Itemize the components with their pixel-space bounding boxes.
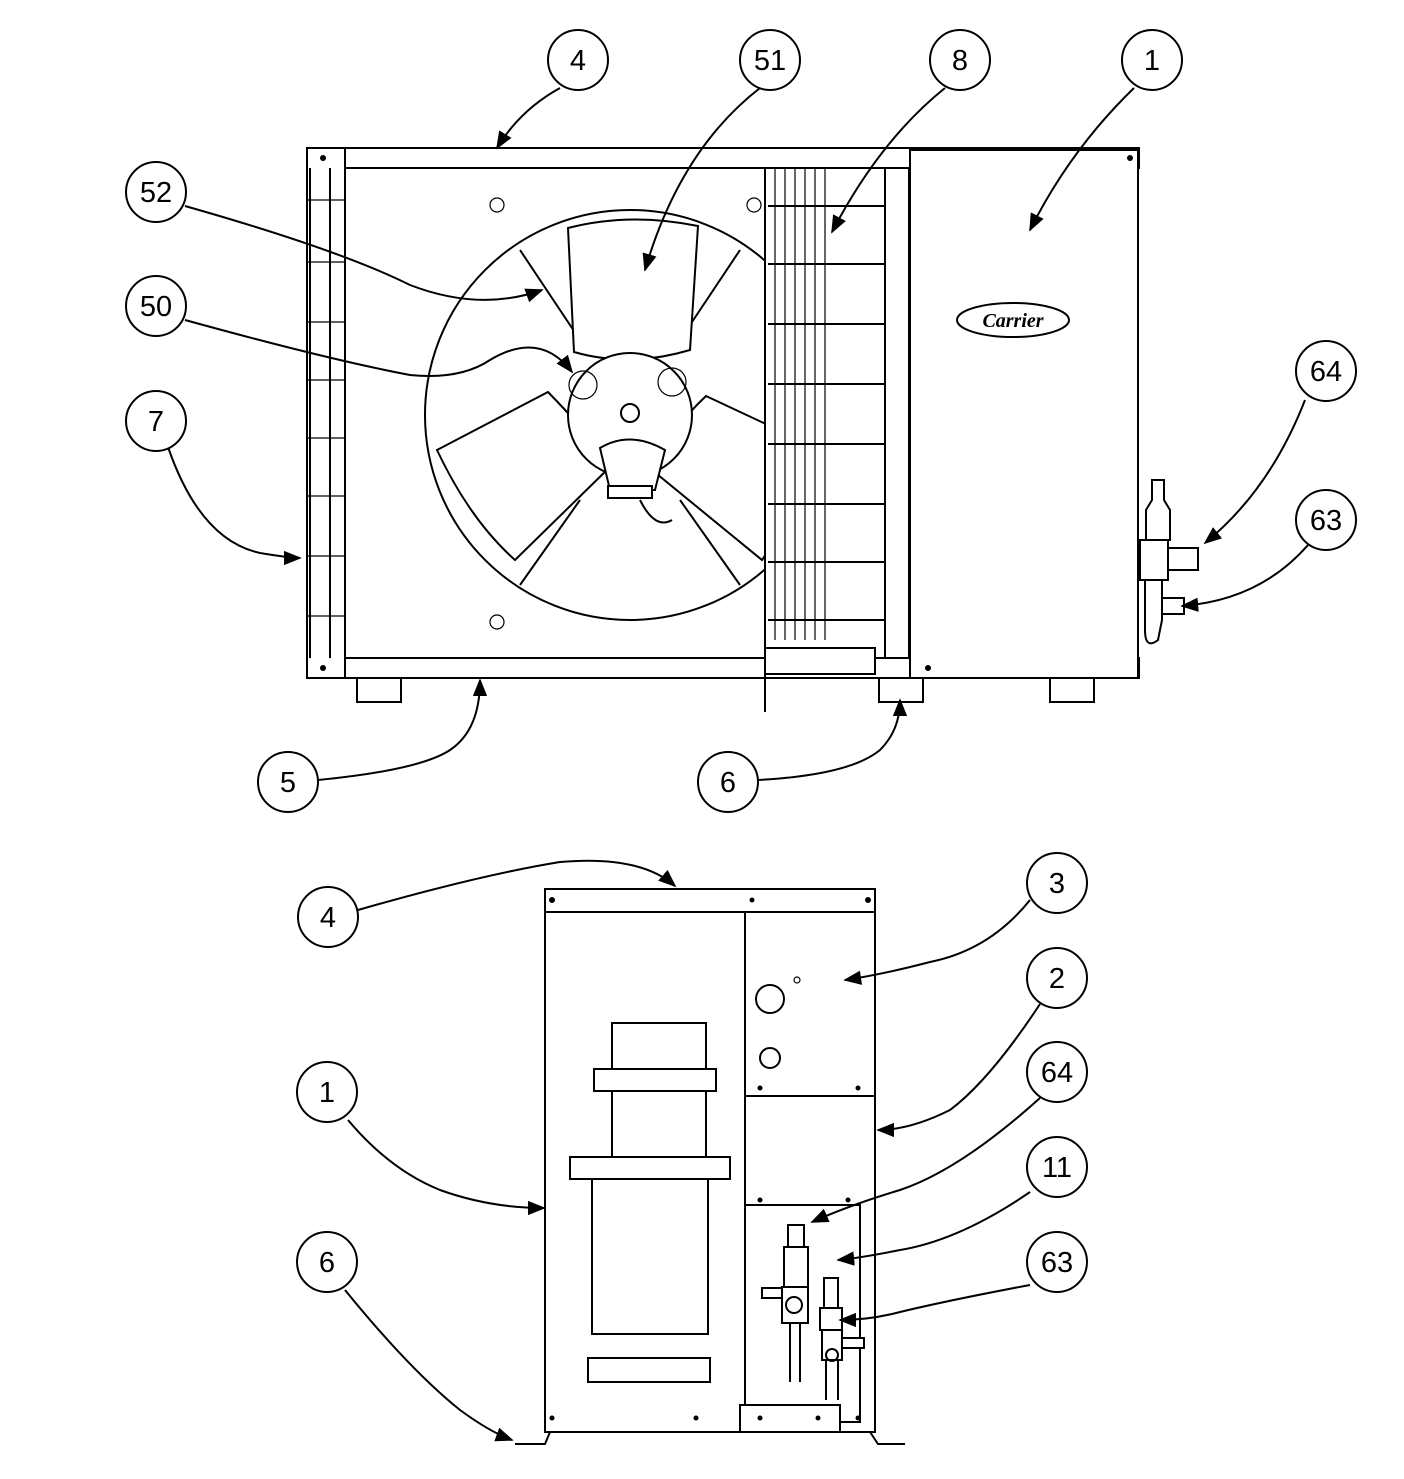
callout-64-front: 64 bbox=[1295, 340, 1357, 402]
leader-lines bbox=[167, 87, 1309, 1442]
callout-label: 11 bbox=[1042, 1152, 1072, 1184]
callout-64-side: 64 bbox=[1026, 1041, 1088, 1103]
callout-3-side: 3 bbox=[1026, 852, 1088, 914]
callout-1-front: 1 bbox=[1121, 29, 1183, 91]
callout-1-side: 1 bbox=[296, 1061, 358, 1123]
callout-5-front: 5 bbox=[257, 751, 319, 813]
callout-label: 3 bbox=[1049, 868, 1065, 900]
front-view-unit: Carrier bbox=[306, 147, 1199, 712]
callout-label: 1 bbox=[319, 1077, 335, 1109]
callout-50-front: 50 bbox=[125, 275, 187, 337]
valve-compartment bbox=[549, 1204, 865, 1433]
callout-label: 4 bbox=[320, 902, 336, 934]
callout-63-front: 63 bbox=[1295, 489, 1357, 551]
callout-label: 50 bbox=[140, 291, 172, 323]
callout-8-front: 8 bbox=[929, 29, 991, 91]
callout-label: 51 bbox=[754, 45, 786, 77]
callout-6-side: 6 bbox=[296, 1231, 358, 1293]
coil-section bbox=[764, 167, 910, 712]
callout-label: 6 bbox=[720, 767, 736, 799]
fan-assembly bbox=[424, 209, 836, 621]
callout-label: 4 bbox=[570, 45, 586, 77]
callout-label: 1 bbox=[1144, 45, 1160, 77]
callout-label: 8 bbox=[952, 45, 968, 77]
callout-2-side: 2 bbox=[1026, 947, 1088, 1009]
callout-label: 2 bbox=[1049, 963, 1065, 995]
callout-63-side: 63 bbox=[1026, 1231, 1088, 1293]
service-panel-front: Carrier bbox=[909, 149, 1139, 679]
callout-4-front: 4 bbox=[547, 29, 609, 91]
callout-label: 64 bbox=[1310, 356, 1342, 388]
callout-label: 5 bbox=[280, 767, 296, 799]
callout-11-side: 11 bbox=[1026, 1136, 1088, 1198]
callout-7-front: 7 bbox=[125, 390, 187, 452]
callout-label: 63 bbox=[1041, 1247, 1073, 1279]
callout-label: 6 bbox=[319, 1247, 335, 1279]
carrier-logo bbox=[956, 302, 1070, 338]
carrier-logo-text: Carrier bbox=[982, 310, 1043, 332]
callout-label: 63 bbox=[1310, 505, 1342, 537]
callout-label: 52 bbox=[140, 177, 172, 209]
callout-51-front: 51 bbox=[739, 29, 801, 91]
callout-52-front: 52 bbox=[125, 161, 187, 223]
callout-6-front: 6 bbox=[697, 751, 759, 813]
side-view-unit bbox=[515, 888, 905, 1445]
callout-4-side: 4 bbox=[297, 886, 359, 948]
service-valves-front bbox=[1139, 479, 1199, 645]
callout-label: 64 bbox=[1041, 1057, 1073, 1089]
compressor bbox=[569, 1022, 731, 1383]
left-coil-guard bbox=[308, 168, 344, 658]
callout-label: 7 bbox=[148, 406, 164, 438]
